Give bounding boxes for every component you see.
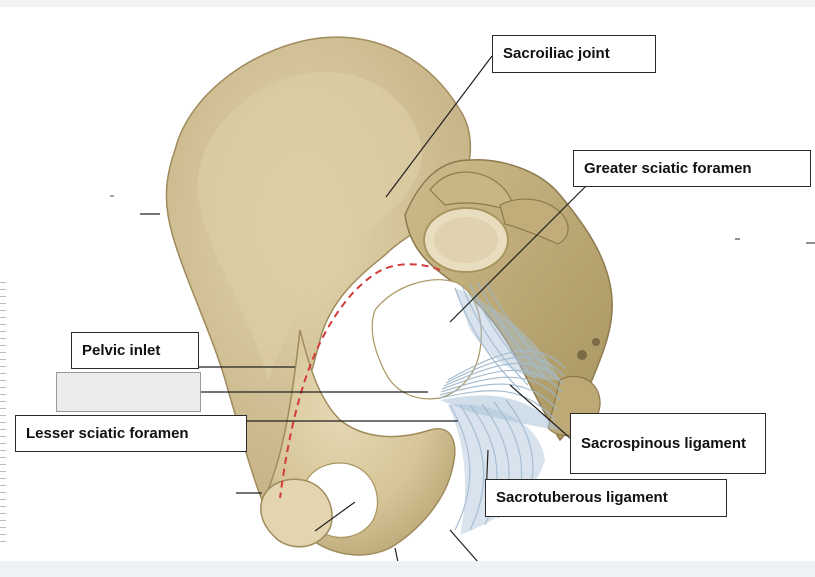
label-sacrotuberous-ligament: Sacrotuberous ligament <box>485 479 727 517</box>
label-lesser-sciatic-foramen: Lesser sciatic foramen <box>15 415 247 452</box>
label-greater-sciatic-foramen: Greater sciatic foramen <box>573 150 811 187</box>
iliac-fossa <box>197 71 422 380</box>
left-ruler-ticks <box>0 282 6 544</box>
label-sacrospinous-ligament: Sacrospinous ligament <box>570 413 766 474</box>
blank-answer-box[interactable] <box>56 372 201 412</box>
bottom-border <box>0 561 815 577</box>
label-sacroiliac-joint: Sacroiliac joint <box>492 35 656 73</box>
label-pelvic-inlet: Pelvic inlet <box>71 332 199 369</box>
leader-lines <box>140 55 587 563</box>
pelvic-inlet-line <box>279 263 441 499</box>
pubic-symphysis <box>260 478 333 548</box>
top-border <box>0 0 815 7</box>
